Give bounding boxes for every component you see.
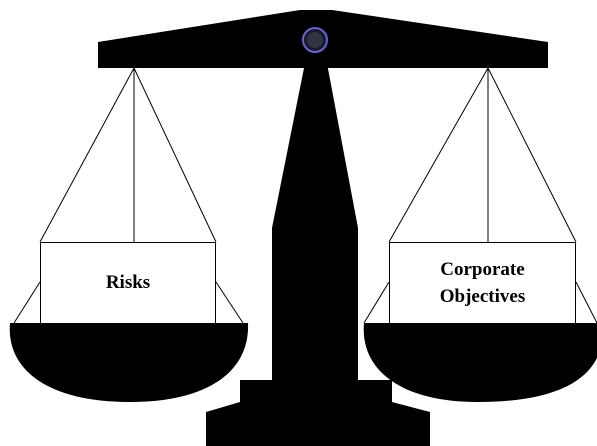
right-pan-bowl [363, 323, 597, 402]
left-pan-bowl [9, 323, 249, 402]
left-pan-strings [13, 67, 244, 324]
scale-base [206, 380, 430, 446]
right-pan-label: Corporate Objectives [389, 242, 576, 324]
right-pan-strings [363, 67, 597, 324]
scale-post [272, 58, 358, 380]
left-pan-label: Risks [40, 242, 216, 324]
pivot-center [307, 32, 323, 48]
